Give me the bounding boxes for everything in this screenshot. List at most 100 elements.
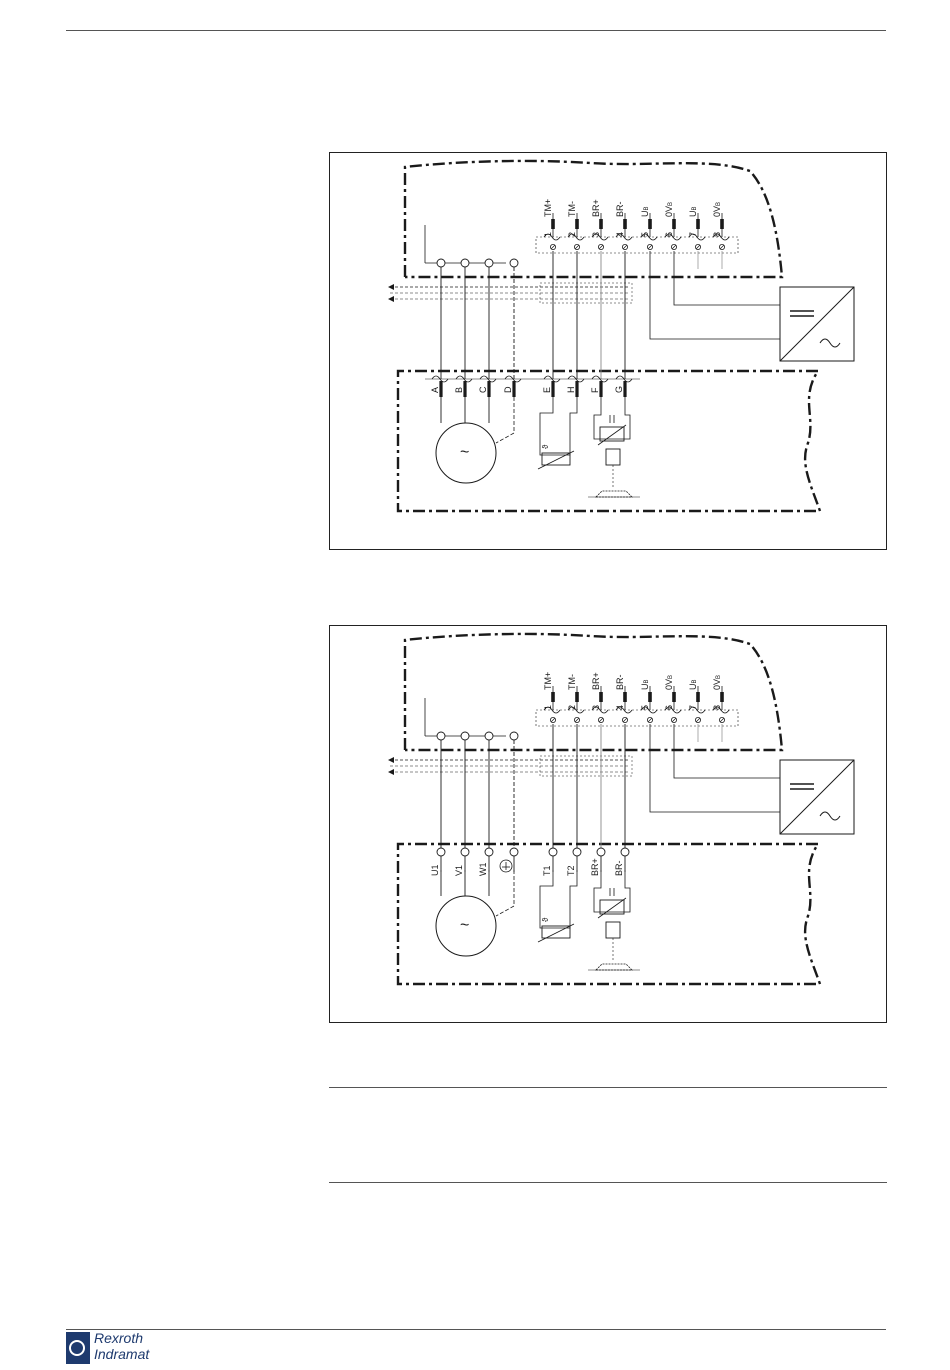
thermistor-label: ϑ	[541, 917, 550, 922]
motor-pin-label: C	[478, 386, 488, 393]
logo-line-1: Rexroth	[94, 1330, 149, 1346]
screw-slot	[720, 245, 724, 249]
pin-contact	[599, 219, 603, 229]
motor-pin-label: W1	[478, 863, 488, 877]
thermistor-diagonal	[538, 924, 574, 942]
motor-pin-label: U1	[430, 864, 440, 876]
footer-rule	[66, 1329, 886, 1330]
power-supply-diagonal	[780, 287, 854, 361]
note-bottom-rule	[329, 1182, 887, 1183]
pin-contact	[720, 692, 724, 702]
motor-terminal-circle	[621, 848, 629, 856]
power-terminal-circle	[437, 732, 445, 740]
pin-contact	[720, 219, 724, 229]
pin-contact	[599, 692, 603, 702]
brake-arrows-icon	[610, 888, 614, 896]
pin-label-subscript: B	[692, 679, 698, 683]
screw-slot	[672, 245, 676, 249]
logo-text: Rexroth Indramat	[94, 1330, 149, 1362]
screw-slot	[575, 718, 579, 722]
supply-wire	[650, 251, 780, 339]
motor-pin-label: F	[590, 387, 600, 393]
power-terminal-circle	[485, 259, 493, 267]
pin-number: 7	[688, 705, 698, 710]
terminal-strip-outline	[536, 237, 738, 253]
ac-symbol-icon	[820, 812, 840, 820]
terminal-strip-outline	[536, 710, 738, 726]
brake-wire	[594, 397, 630, 439]
pin-number: 2	[567, 232, 577, 237]
motor-pin-label: BR+	[590, 858, 600, 876]
power-terminal-circle	[461, 259, 469, 267]
wiring-diagram-bottom: 1TM+2TM-3BR+4BR-5UB60VB7UB80VBU1V1W1T1T2…	[330, 626, 888, 1024]
supply-wire	[650, 724, 780, 812]
pin-label: BR-	[615, 201, 625, 217]
pin-contact	[551, 219, 555, 229]
pin-number: 8	[712, 232, 722, 237]
motor-pin-label: E	[542, 387, 552, 393]
motor-pin-label: H	[566, 387, 576, 394]
earth-wire	[496, 870, 514, 916]
pin-number: 4	[615, 705, 625, 710]
motor-pin-label: T1	[542, 865, 552, 876]
screw-slot	[648, 245, 652, 249]
motor-terminal-circle	[597, 848, 605, 856]
motor-pin-label: A	[430, 387, 440, 393]
brake-coil-diagonal	[598, 425, 626, 445]
pin-number: 1	[543, 705, 553, 710]
pin-number: 4	[615, 232, 625, 237]
pin-label: BR+	[591, 199, 601, 217]
screw-slot	[623, 245, 627, 249]
header-rule	[66, 30, 886, 31]
pin-label: UB	[688, 206, 698, 217]
pin-label: 0VB	[712, 202, 722, 217]
power-terminal-circle	[510, 732, 518, 740]
pin-contact	[672, 219, 676, 229]
brake-disc-icon	[596, 964, 632, 970]
figure-top: 1TM+2TM-3BR+4BR-5UB60VB7UB80VBABCDEHFG~ϑ	[329, 152, 887, 550]
pin-number: 1	[543, 232, 553, 237]
power-supply-diagonal	[780, 760, 854, 834]
logo-badge-icon	[66, 1332, 90, 1364]
screw-slot	[623, 718, 627, 722]
pin-label-subscript: B	[716, 675, 722, 679]
motor-pin-label: T2	[566, 865, 576, 876]
pin-label-subscript: B	[644, 679, 650, 683]
pin-label: UB	[640, 679, 650, 690]
pin-number: 2	[567, 705, 577, 710]
screw-slot	[551, 245, 555, 249]
pin-number: 3	[591, 232, 601, 237]
motor-pin-label: BR-	[614, 860, 624, 876]
pin-contact	[672, 692, 676, 702]
motor-pin-label: G	[614, 386, 624, 393]
pin-contact	[648, 219, 652, 229]
arrow-left-icon	[388, 296, 394, 302]
motor-pin-label: B	[454, 387, 464, 393]
brake-body-box	[606, 922, 620, 938]
brake-arrows-icon	[610, 415, 614, 423]
screw-slot	[696, 245, 700, 249]
logo-line-2: Indramat	[94, 1346, 149, 1362]
brake-body-box	[606, 449, 620, 465]
pin-label: UB	[640, 206, 650, 217]
screw-slot	[599, 718, 603, 722]
motor-terminal-circle	[461, 848, 469, 856]
ac-symbol-icon	[820, 339, 840, 347]
pin-label: TM+	[543, 672, 553, 690]
power-terminal-circle	[485, 732, 493, 740]
arrow-left-icon	[388, 769, 394, 775]
pin-number: 3	[591, 705, 601, 710]
pin-contact	[575, 692, 579, 702]
screw-slot	[672, 718, 676, 722]
motor-pin-label: V1	[454, 865, 464, 876]
pin-number: 6	[664, 232, 674, 237]
screw-slot	[648, 718, 652, 722]
pin-label: BR-	[615, 674, 625, 690]
arrow-left-icon	[388, 284, 394, 290]
drive-housing-outline	[405, 161, 782, 277]
power-terminal-circle	[510, 259, 518, 267]
thermistor-label: ϑ	[541, 444, 550, 449]
arrow-left-icon	[388, 757, 394, 763]
drive-housing-outline	[405, 634, 782, 750]
